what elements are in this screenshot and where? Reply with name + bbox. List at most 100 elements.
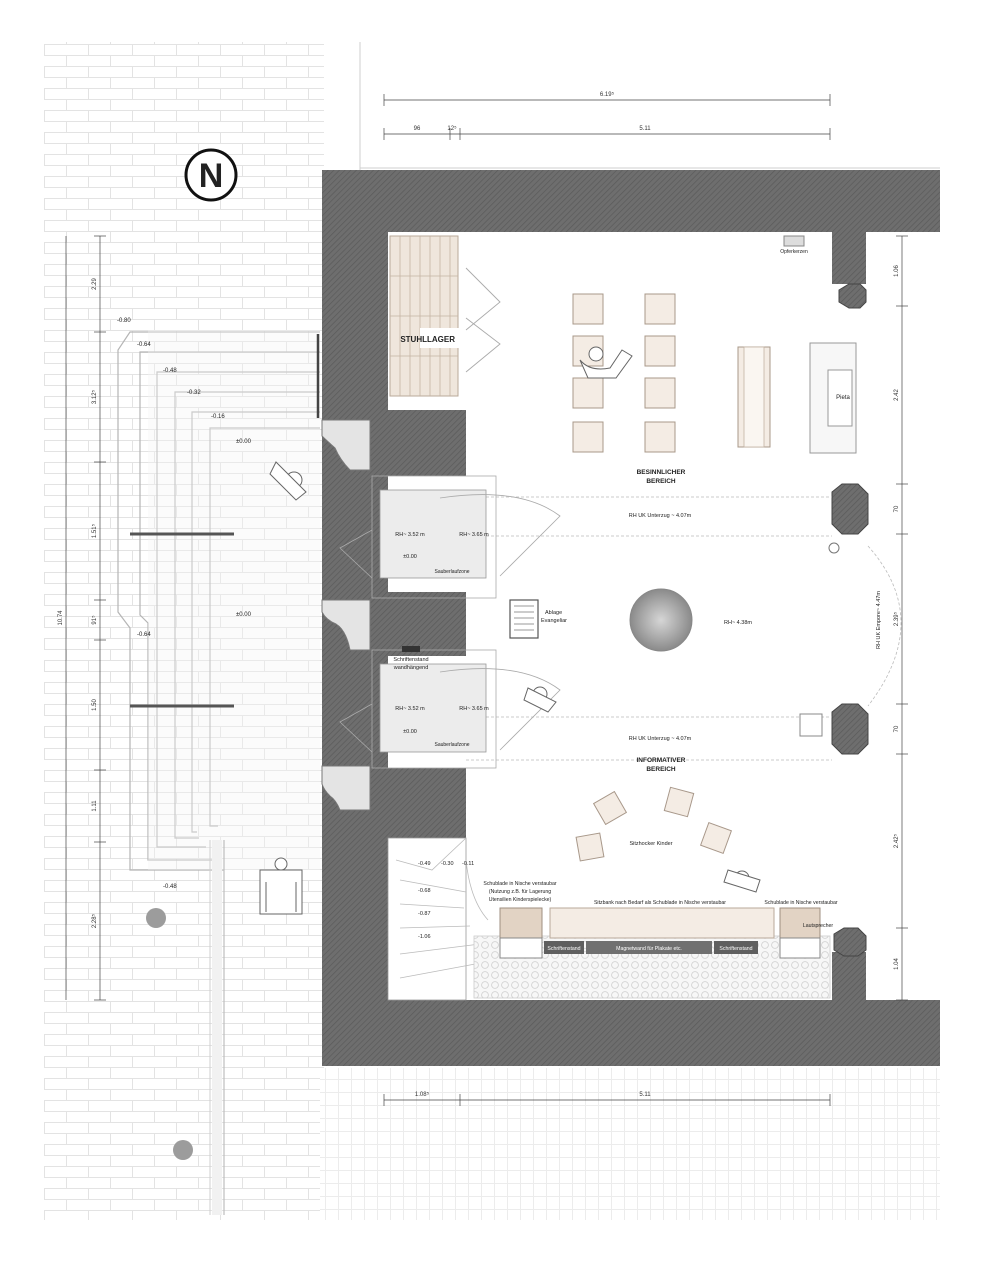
label-pieta: Pieta xyxy=(836,395,850,401)
label-rh-empore: RH UK Empore~ 4.47m xyxy=(876,591,882,649)
level-l8: -0.64 xyxy=(137,632,151,638)
street-paving-top xyxy=(360,42,940,170)
level-l7: ±0.00 xyxy=(236,612,252,618)
level-markers: -0.80 -0.64 -0.48 -0.32 -0.16 ±0.00 ±0.0… xyxy=(117,318,252,890)
room-label-besinnlich-2: BEREICH xyxy=(646,478,676,485)
level-l6: ±0.00 xyxy=(236,439,252,445)
label-sauberlauf-bottom: Sauberlaufzone xyxy=(434,742,469,748)
level-l5: -0.16 xyxy=(211,414,225,420)
pieta-sculpture: Pieta xyxy=(809,342,857,454)
person-standing xyxy=(523,686,557,713)
columns xyxy=(831,283,869,957)
level-st4: -0.68 xyxy=(418,888,431,894)
dim-right-5: 70 xyxy=(894,725,900,732)
children-stools xyxy=(575,786,733,862)
label-sitzbank: Sitzbank nach Bedarf als Schublade in Ni… xyxy=(594,900,726,906)
label-rh-352-bottom: RH~ 3.52 m xyxy=(395,706,425,712)
room-label-stuhllager: STUHLLAGER xyxy=(400,335,455,344)
level-l1: -0.80 xyxy=(117,318,131,324)
south-furniture: Schriftenstand Magnetwand für Plakate et… xyxy=(473,907,831,999)
chair-storage: STUHLLAGER xyxy=(389,235,460,397)
vestibule-top: RH~ 3.52 m RH~ 3.65 m ±0.00 Sauberlaufzo… xyxy=(339,475,561,599)
dim-left-7: 2.28⁵ xyxy=(91,913,98,928)
staircase: -0.49 -0.30 -0.11 -0.68 -0.87 -1.06 xyxy=(387,837,489,1001)
dim-left-1: 2.29 xyxy=(92,278,98,290)
label-rh-center: RH~ 4.38m xyxy=(724,620,752,626)
dim-left-6: 1.11 xyxy=(92,800,98,812)
dim-top-b: 12⁵ xyxy=(447,125,457,132)
dim-right-2: 2.42 xyxy=(894,389,900,401)
vestibule-bottom: Schriftenstand wandhängend RH~ 3.52 m RH… xyxy=(339,646,561,769)
svg-text:N: N xyxy=(199,157,224,195)
label-sauberlauf-top: Sauberlaufzone xyxy=(434,569,469,575)
label-magnetwand: Magnetwand für Plakate etc. xyxy=(616,946,682,952)
gospel-lectern: Ablage Evangeliar xyxy=(509,599,567,639)
wheelchair-user xyxy=(259,857,303,915)
label-rh-unterzug-bottom: RH UK Unterzug ~ 4.07m xyxy=(629,736,692,742)
contemplation-stools xyxy=(572,293,676,453)
bollard-upper xyxy=(146,908,166,928)
label-rh-352-top: RH~ 3.52 m xyxy=(395,532,425,538)
dim-top-c: 5.11 xyxy=(639,126,651,132)
level-st6: -1.06 xyxy=(418,934,431,940)
dim-left-4: 91⁵ xyxy=(91,615,98,625)
dim-bottom-b: 5.11 xyxy=(639,1092,651,1098)
dim-left-5: 1.50 xyxy=(92,699,98,711)
street-paving xyxy=(44,42,324,1220)
room-label-informativ-2: BEREICH xyxy=(646,766,676,773)
level-door-top: ±0.00 xyxy=(403,554,417,560)
label-rh-365-bottom: RH~ 3.65 m xyxy=(459,706,489,712)
label-schriftenstand-b: Schriftenstand xyxy=(719,946,752,952)
bench xyxy=(737,346,771,448)
dim-left-3: 1.51⁵ xyxy=(91,523,98,538)
level-st2: -0.30 xyxy=(441,861,454,867)
room-label-besinnlich-1: BESINNLICHER xyxy=(637,469,686,476)
label-schublade-left-2: (Nutzung z.B. für Lagerung xyxy=(489,889,551,895)
dim-bottom-a: 1.08⁵ xyxy=(415,1091,430,1098)
label-schublade-left-3: Utensilien Kinderspielecke) xyxy=(489,897,552,903)
label-schriftenstand-1: Schriftenstand xyxy=(393,657,428,663)
label-sitzhocker: Sitzhocker Kinder xyxy=(629,841,672,847)
pilasters xyxy=(321,419,371,811)
label-opferkerzen: Opferkerzen xyxy=(780,249,808,255)
label-rh-365-top: RH~ 3.65 m xyxy=(459,532,489,538)
storage-doors xyxy=(465,267,501,373)
level-door-bottom: ±0.00 xyxy=(403,729,417,735)
person-seated xyxy=(579,346,633,379)
level-l3: -0.48 xyxy=(163,368,177,374)
label-ablage-1: Ablage xyxy=(545,610,562,616)
north-arrow: N xyxy=(184,148,238,202)
dim-right-3: 70 xyxy=(894,505,900,512)
label-schriftenstand-a: Schriftenstand xyxy=(547,946,580,952)
dim-left-total: 10.74 xyxy=(58,610,64,626)
level-l9: -0.48 xyxy=(163,884,177,890)
dimension-lines xyxy=(65,94,903,1106)
dim-top-a: 96 xyxy=(414,126,421,132)
dim-right-1: 1.06 xyxy=(894,265,900,277)
level-l4: -0.32 xyxy=(187,390,201,396)
label-schublade-left-1: Schublade in Nische verstaubar xyxy=(483,881,557,887)
label-schublade-right: Schublade in Nische verstaubar xyxy=(764,900,838,906)
label-ablage-2: Evangeliar xyxy=(541,618,567,624)
bollard-lower xyxy=(173,1140,193,1160)
room-label-informativ-1: INFORMATIVER xyxy=(637,757,686,764)
level-l2: -0.64 xyxy=(137,342,151,348)
dim-top-total: 6.19⁵ xyxy=(600,91,615,98)
label-schriftenstand-2: wandhängend xyxy=(393,665,429,671)
level-st5: -0.87 xyxy=(418,911,431,917)
label-rh-unterzug-top: RH UK Unterzug ~ 4.07m xyxy=(629,513,692,519)
bottom-paving xyxy=(320,1068,940,1220)
dim-right-4: 2.39⁵ xyxy=(893,611,900,626)
entrance-ramp xyxy=(117,331,320,871)
building-walls xyxy=(322,170,940,1066)
label-lautsprecher: Lautsprecher xyxy=(803,923,834,929)
level-st1: -0.49 xyxy=(418,861,431,867)
level-st3: -0.11 xyxy=(462,861,474,867)
dim-left-2: 3.12⁵ xyxy=(91,389,98,404)
candle-stand xyxy=(783,235,805,247)
person-walking xyxy=(723,869,761,893)
dim-right-7: 1.04 xyxy=(894,958,900,970)
baptismal-font xyxy=(629,588,693,652)
person-outside xyxy=(269,461,307,501)
